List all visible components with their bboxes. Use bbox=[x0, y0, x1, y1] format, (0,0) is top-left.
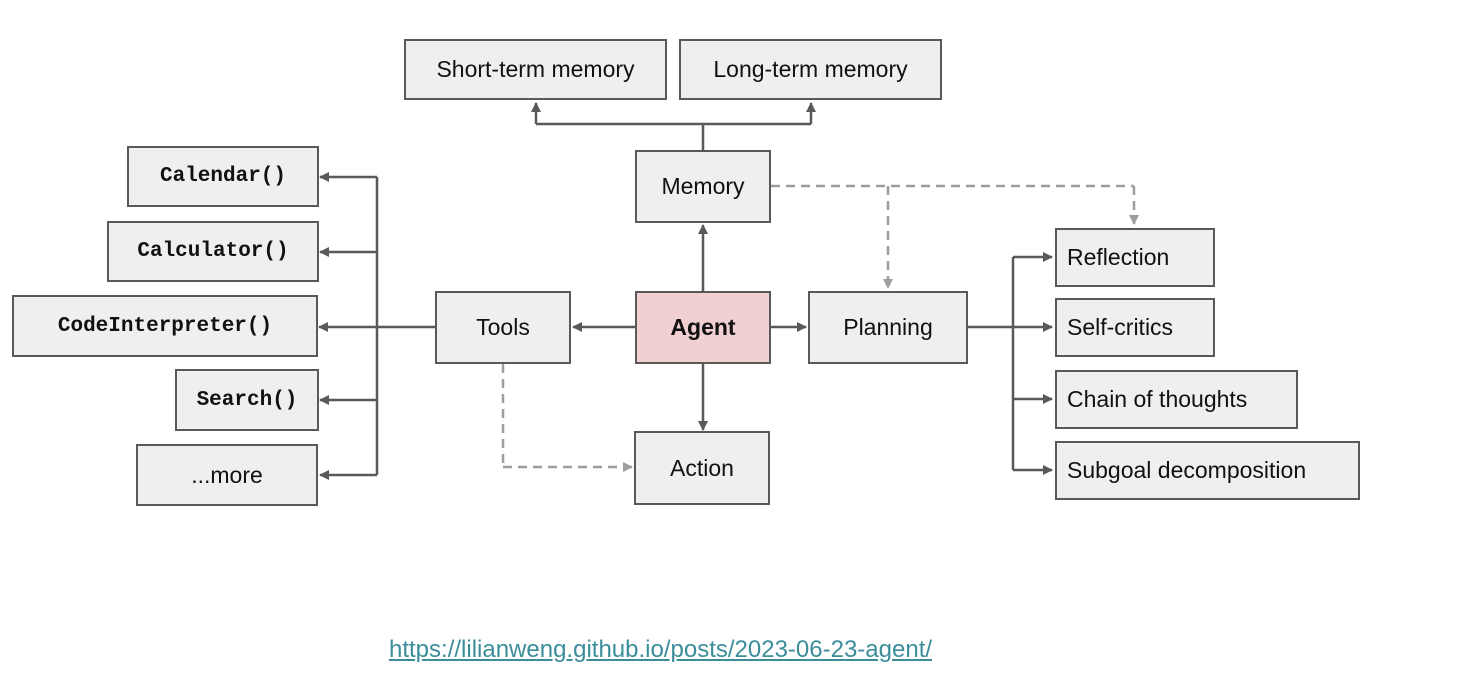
subgoal-decomposition-box: Subgoal decomposition bbox=[1055, 441, 1360, 500]
source-link[interactable]: https://lilianweng.github.io/posts/2023-… bbox=[389, 636, 933, 663]
memory-box: Memory bbox=[635, 150, 771, 223]
short-term-memory-box: Short-term memory bbox=[404, 39, 667, 100]
agent-arrows bbox=[572, 224, 807, 431]
search-tool-box: Search() bbox=[175, 369, 319, 431]
more-tools-box: ...more bbox=[136, 444, 318, 506]
calendar-tool-box: Calendar() bbox=[127, 146, 319, 207]
planning-box: Planning bbox=[808, 291, 968, 364]
long-term-memory-box: Long-term memory bbox=[679, 39, 942, 100]
code-interpreter-tool-box: CodeInterpreter() bbox=[12, 295, 318, 357]
action-box: Action bbox=[634, 431, 770, 505]
planning-to-items-arrows bbox=[968, 252, 1053, 475]
tools-box: Tools bbox=[435, 291, 571, 364]
memory-to-stores-arrows bbox=[531, 102, 816, 150]
agent-box: Agent bbox=[635, 291, 771, 364]
tools-to-list-arrows bbox=[318, 172, 435, 480]
dashed-arrows bbox=[501, 184, 1139, 472]
chain-of-thoughts-box: Chain of thoughts bbox=[1055, 370, 1298, 429]
reflection-box: Reflection bbox=[1055, 228, 1215, 287]
self-critics-box: Self-critics bbox=[1055, 298, 1215, 357]
calculator-tool-box: Calculator() bbox=[107, 221, 319, 282]
